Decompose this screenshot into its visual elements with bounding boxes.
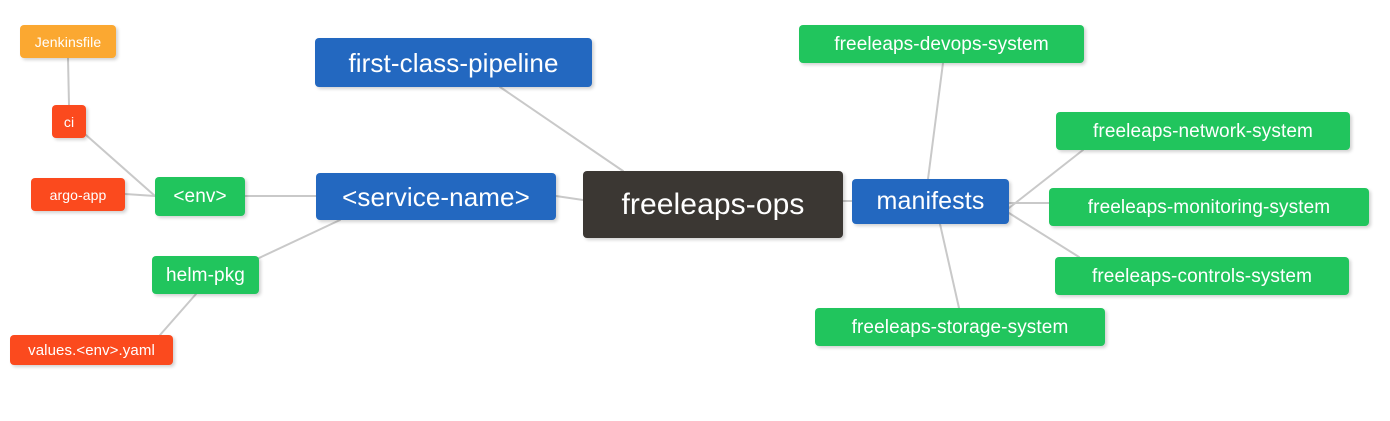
node-label-ci: ci [63, 113, 75, 130]
node-argo-app[interactable]: argo-app [31, 178, 125, 211]
node-label-freeleaps-ops: freeleaps-ops [621, 187, 805, 221]
node-helm-pkg[interactable]: helm-pkg [152, 256, 259, 294]
node-monitoring-system[interactable]: freeleaps-monitoring-system [1049, 188, 1369, 226]
node-storage-system[interactable]: freeleaps-storage-system [815, 308, 1105, 346]
node-label-controls-system: freeleaps-controls-system [1091, 265, 1313, 287]
node-label-first-class-pipeline: first-class-pipeline [348, 47, 559, 78]
edge-argo-app-to-env [124, 193, 156, 197]
node-label-helm-pkg: helm-pkg [166, 264, 245, 286]
node-label-manifests: manifests [876, 187, 985, 215]
node-freeleaps-ops[interactable]: freeleaps-ops [583, 171, 843, 238]
node-label-storage-system: freeleaps-storage-system [851, 316, 1069, 338]
node-label-monitoring-system: freeleaps-monitoring-system [1087, 196, 1331, 218]
node-network-system[interactable]: freeleaps-network-system [1056, 112, 1350, 150]
node-controls-system[interactable]: freeleaps-controls-system [1055, 257, 1349, 295]
node-values-yaml[interactable]: values.<env>.yaml [10, 335, 173, 365]
edge-manifests-to-storage-system [939, 223, 960, 309]
node-label-values-yaml: values.<env>.yaml [28, 341, 155, 359]
node-label-env: <env> [173, 186, 227, 207]
node-manifests[interactable]: manifests [852, 179, 1009, 224]
node-label-argo-app: argo-app [49, 186, 107, 203]
edge-jenkinsfile-to-ci [67, 57, 70, 106]
node-first-class-pipeline[interactable]: first-class-pipeline [315, 38, 592, 87]
node-ci[interactable]: ci [52, 105, 86, 138]
node-jenkinsfile[interactable]: Jenkinsfile [20, 25, 116, 58]
node-label-network-system: freeleaps-network-system [1093, 120, 1313, 142]
edge-first-class-pipeline-to-freeleaps-ops [499, 86, 624, 172]
edge-helm-pkg-to-service-name [258, 219, 341, 259]
edge-values-yaml-to-helm-pkg [159, 293, 197, 336]
node-label-devops-system: freeleaps-devops-system [834, 33, 1049, 55]
node-label-jenkinsfile: Jenkinsfile [34, 33, 102, 50]
edge-service-name-to-freeleaps-ops [555, 195, 584, 201]
edge-manifests-to-devops-system [927, 62, 944, 180]
node-service-name[interactable]: <service-name> [316, 173, 556, 220]
node-env[interactable]: <env> [155, 177, 245, 216]
node-label-service-name: <service-name> [342, 181, 530, 212]
node-devops-system[interactable]: freeleaps-devops-system [799, 25, 1084, 63]
